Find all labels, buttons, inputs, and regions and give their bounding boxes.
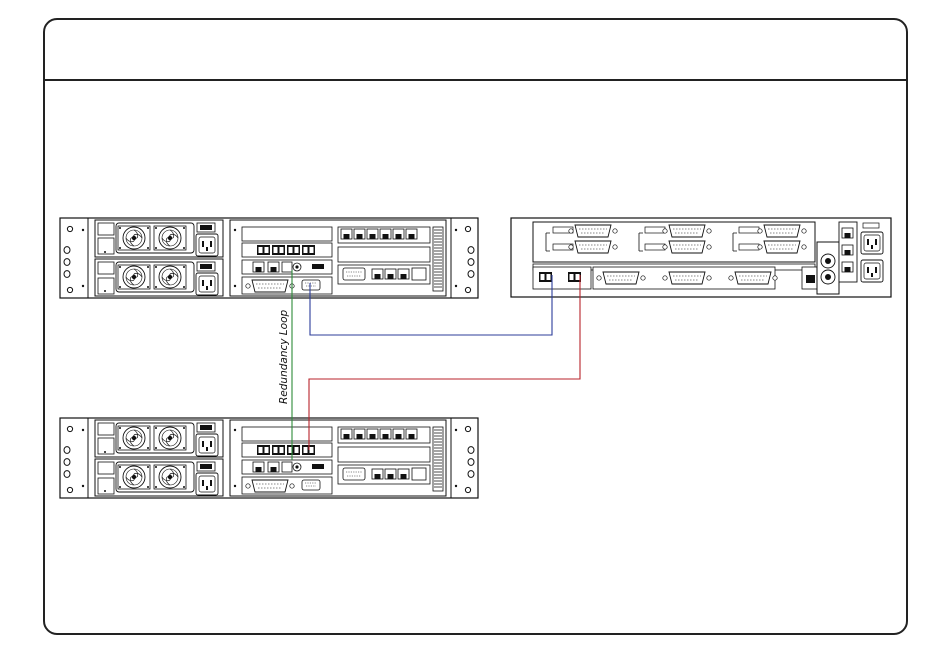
redundancy-loop-label: Redundancy Loop: [278, 309, 290, 404]
router-bottom: [60, 418, 478, 498]
router-top: [60, 218, 478, 298]
port-chassis: [511, 218, 891, 297]
